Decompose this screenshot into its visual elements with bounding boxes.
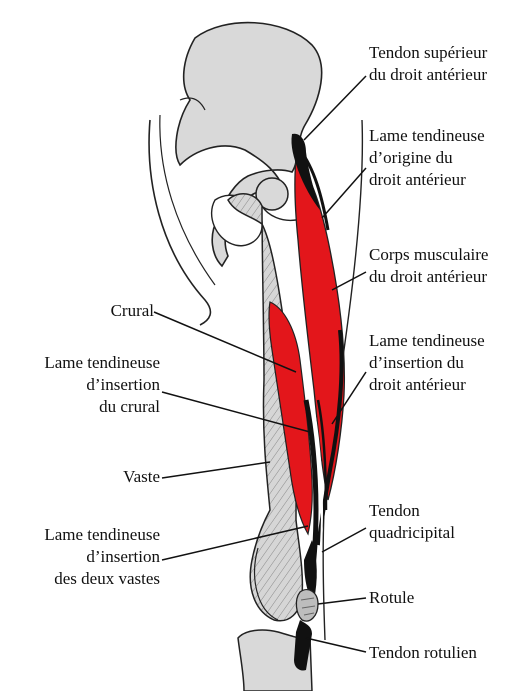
label-line: du crural xyxy=(44,396,160,418)
leader-vaste xyxy=(162,462,270,478)
label-corps-musculaire: Corps musculaire du droit antérieur xyxy=(369,244,488,288)
label-line: Lame tendineuse xyxy=(44,524,160,546)
label-tendon-superieur: Tendon supérieur du droit antérieur xyxy=(369,42,487,86)
label-line: Tendon supérieur xyxy=(369,42,487,64)
label-line: Corps musculaire xyxy=(369,244,488,266)
label-crural: Crural xyxy=(111,300,154,322)
label-line: du droit antérieur xyxy=(369,64,487,86)
label-line: Lame tendineuse xyxy=(369,330,485,352)
label-vaste: Vaste xyxy=(123,466,160,488)
label-line: des deux vastes xyxy=(44,568,160,590)
leader-tendon-rotulien xyxy=(306,638,366,652)
label-line: droit antérieur xyxy=(369,374,485,396)
label-lame-origine: Lame tendineuse d’origine du droit antér… xyxy=(369,125,485,191)
label-line: Tendon xyxy=(369,500,455,522)
leader-tendon-quadricipital xyxy=(322,528,366,552)
label-line: quadricipital xyxy=(369,522,455,544)
label-tendon-rotulien: Tendon rotulien xyxy=(369,642,477,664)
patella-bone xyxy=(296,590,318,621)
label-tendon-quadricipital: Tendon quadricipital xyxy=(369,500,455,544)
label-line: Vaste xyxy=(123,466,160,488)
label-lame-insertion-droit: Lame tendineuse d’insertion du droit ant… xyxy=(369,330,485,396)
label-line: droit antérieur xyxy=(369,169,485,191)
leader-rotule xyxy=(318,598,366,604)
label-lame-insertion-crural: Lame tendineuse d’insertion du crural xyxy=(44,352,160,418)
label-line: Crural xyxy=(111,300,154,322)
label-line: d’insertion xyxy=(44,546,160,568)
label-rotule: Rotule xyxy=(369,587,414,609)
label-line: d’origine du xyxy=(369,147,485,169)
label-line: Tendon rotulien xyxy=(369,642,477,664)
label-line: Lame tendineuse xyxy=(369,125,485,147)
leader-corps-musculaire xyxy=(332,272,366,290)
label-line: Rotule xyxy=(369,587,414,609)
label-line: Lame tendineuse xyxy=(44,352,160,374)
label-line: du droit antérieur xyxy=(369,266,488,288)
label-line: d’insertion xyxy=(44,374,160,396)
label-lame-insertion-vastes: Lame tendineuse d’insertion des deux vas… xyxy=(44,524,160,590)
label-line: d’insertion du xyxy=(369,352,485,374)
